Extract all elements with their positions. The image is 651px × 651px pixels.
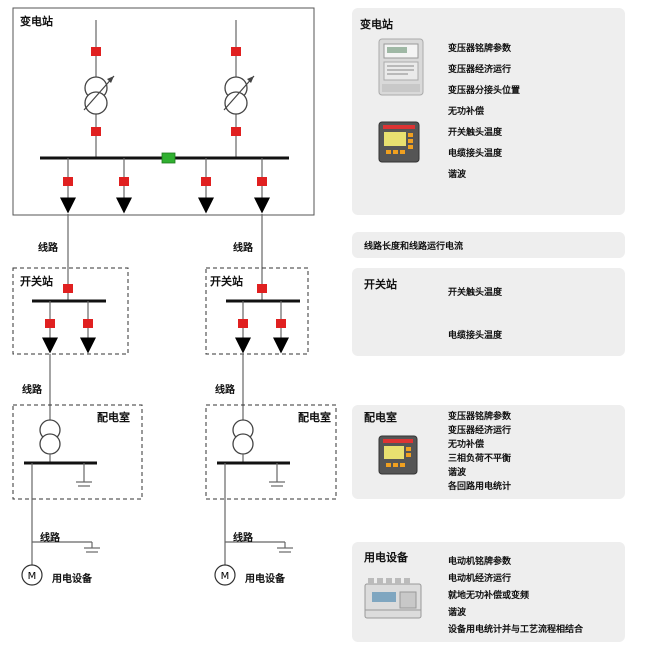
feeder-arrow: [116, 197, 132, 214]
breaker: [91, 47, 101, 56]
transformer-right: [224, 76, 248, 115]
feeder-arrow: [42, 337, 58, 354]
switch-station-label: 开关站: [210, 275, 243, 288]
switch-station-label: 开关站: [20, 275, 53, 288]
distribution-room-box-right: [205, 404, 337, 500]
power-monitor-icon: [378, 435, 418, 475]
equipment-label: 用电设备: [245, 574, 285, 585]
panel-item: 谐波: [448, 468, 467, 478]
breaker: [257, 177, 267, 186]
substation-panel: 变电站 变压器铭牌参数 变压器经济运行 变压器分接头位置 无功补偿 开关触头温度…: [352, 8, 625, 215]
panel-item: 谐波: [448, 170, 467, 180]
substation-box: [12, 7, 315, 216]
breaker: [119, 177, 129, 186]
distribution-room-label: 配电室: [298, 411, 331, 424]
motor-left: [21, 564, 43, 586]
panel-item: 无功补偿: [448, 440, 485, 450]
switch-station-box-left: [12, 267, 129, 355]
panel-item: 变压器分接头位置: [448, 86, 521, 96]
distribution-room-panel: 配电室 变压器铭牌参数 变压器经济运行 无功补偿 三相负荷不平衡 谐波 各回路用…: [352, 405, 625, 499]
breaker: [231, 127, 241, 136]
line-label: 线路: [22, 385, 42, 396]
panel-item: 变压器经济运行: [448, 426, 512, 436]
panel-item: 无功补偿: [448, 107, 485, 117]
equipment-label: 用电设备: [52, 574, 92, 585]
line-label: 线路: [215, 385, 235, 396]
panel-item: 电缆接头温度: [448, 149, 503, 159]
panel-title: 配电室: [364, 411, 397, 424]
panel-item: 开关触头温度: [448, 288, 503, 298]
breaker: [201, 177, 211, 186]
din-rail-meter-icon: [364, 578, 422, 619]
breaker: [276, 319, 286, 328]
line-label: 线路: [233, 243, 253, 254]
switch-station-box-right: [205, 267, 309, 355]
panel-title: 变电站: [360, 18, 393, 31]
power-monitor-icon: [378, 121, 420, 163]
panel-title: 开关站: [364, 278, 397, 291]
single-line-diagram: M M: [12, 7, 337, 586]
panel-item: 变压器铭牌参数: [448, 412, 512, 422]
panel-title: 用电设备: [364, 551, 408, 564]
panel-item: 电动机经济运行: [448, 574, 512, 584]
line-panel: 线路长度和线路运行电流: [352, 232, 625, 258]
panel-item: 变压器铭牌参数: [448, 44, 512, 54]
equipment-panel: 用电设备 电动机铭牌参数 电动机经济运行 就地无功补偿或变频 谐波 设备用电统计…: [352, 542, 625, 642]
panel-item: 谐波: [448, 608, 467, 618]
distribution-room-box-left: [12, 404, 143, 500]
line-label: 线路: [40, 533, 60, 544]
panel-item: 开关触头温度: [448, 128, 503, 138]
breaker: [63, 177, 73, 186]
feeder-arrow: [273, 337, 289, 354]
panel-item: 就地无功补偿或变频: [448, 591, 530, 601]
transformer-left: [84, 76, 108, 115]
breaker: [63, 284, 73, 293]
panel-item: 电缆接头温度: [448, 331, 503, 341]
breaker: [257, 284, 267, 293]
panel-item: 三相负荷不平衡: [448, 454, 512, 464]
bus-tie-breaker: [161, 152, 176, 164]
motor-right: [214, 564, 236, 586]
breaker: [91, 127, 101, 136]
substation-label: 变电站: [20, 15, 53, 28]
breaker: [45, 319, 55, 328]
motor-symbol: M: [221, 571, 230, 582]
breaker: [83, 319, 93, 328]
feeder-arrow: [198, 197, 214, 214]
feeder-arrow: [60, 197, 76, 214]
energy-meter-icon: [378, 38, 424, 96]
feeder-arrow: [80, 337, 96, 354]
panel-item: 变压器经济运行: [448, 65, 512, 75]
distribution-room-label: 配电室: [97, 411, 130, 424]
panel-item: 线路长度和线路运行电流: [364, 242, 464, 252]
panel-item: 设备用电统计并与工艺流程相结合: [448, 625, 584, 635]
feeder-arrow: [235, 337, 251, 354]
line-label: 线路: [233, 533, 253, 544]
switch-station-panel: 开关站 开关触头温度 电缆接头温度: [352, 268, 625, 356]
motor-symbol: M: [28, 571, 37, 582]
panel-item: 各回路用电统计: [448, 482, 512, 492]
feeder-arrow: [254, 197, 270, 214]
breaker: [231, 47, 241, 56]
breaker: [238, 319, 248, 328]
line-label: 线路: [38, 243, 58, 254]
panel-item: 电动机铭牌参数: [448, 557, 512, 567]
